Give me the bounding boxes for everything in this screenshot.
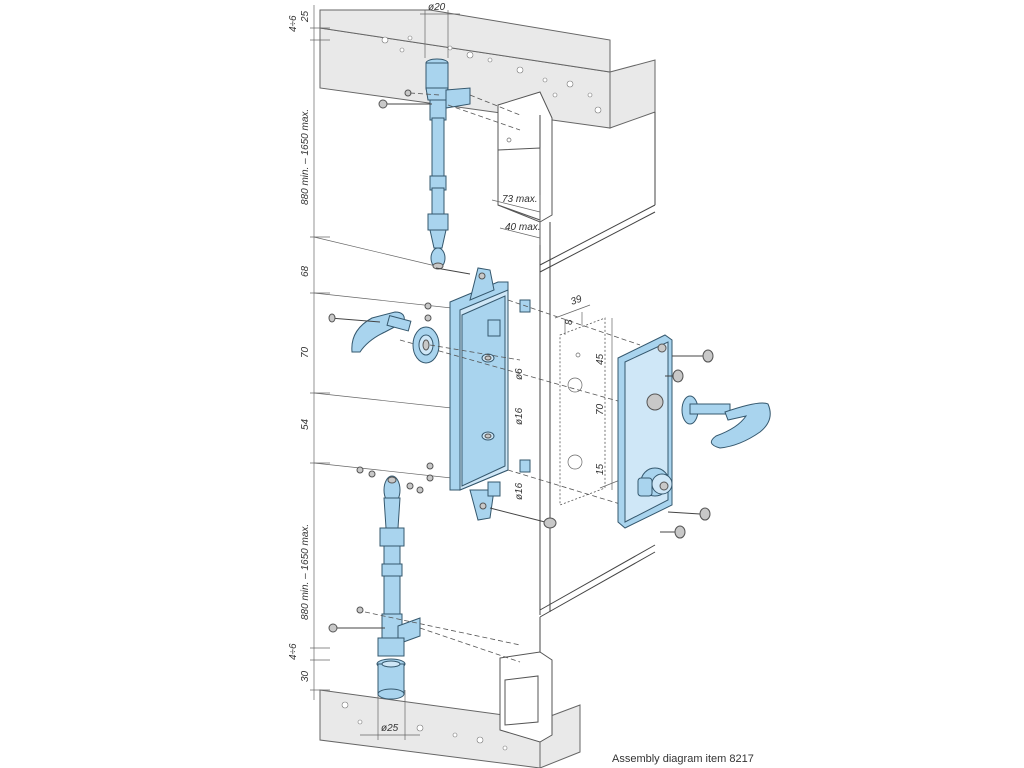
hole-pattern: [554, 304, 621, 506]
left-dimension-lines: [310, 5, 471, 700]
dim-upper-rod: 880 min. – 1650 max.: [300, 109, 311, 205]
dim-d25-lines: [360, 690, 420, 740]
dim-width-lines: [491, 195, 541, 245]
top-concrete-lintel: [319, 9, 656, 129]
plate-screws: [660, 349, 714, 539]
dim-d25: ø25: [381, 723, 399, 734]
dim-w39: 39: [569, 294, 584, 308]
dim-lower-rod: 880 min. – 1650 max.: [300, 524, 311, 620]
dim-hole-bot: ø16: [514, 482, 525, 500]
dim-hole-mid: ø16: [514, 407, 525, 425]
upper-rod-assembly: [378, 58, 521, 270]
dim-h15: 15: [595, 463, 606, 475]
outer-handle: [681, 395, 771, 449]
dim-w73: 73 max.: [502, 194, 538, 205]
dim-top-25: 25: [300, 10, 311, 23]
lock-case: [449, 267, 531, 521]
dim-bottom-30: 30: [300, 670, 311, 682]
dim-h70r: 70: [595, 403, 606, 415]
dim-hole-top: ø6: [514, 368, 525, 380]
dim-w40: 40 max.: [505, 222, 541, 233]
diagram-caption: Assembly diagram item 8217: [612, 753, 754, 765]
lower-rod-assembly: [328, 466, 521, 700]
outer-plate: [617, 334, 673, 529]
dim-top-446: 4÷6: [288, 15, 299, 32]
dim-bottom-446: 4÷6: [288, 643, 299, 660]
dim-d20-lines: [420, 10, 460, 58]
door-frame: [497, 91, 656, 743]
inner-handle: [328, 302, 521, 482]
dim-h70: 70: [300, 346, 311, 358]
dim-d20: ø20: [428, 2, 446, 13]
dim-h45: 45: [595, 353, 606, 365]
dim-h68: 68: [300, 265, 311, 277]
dim-w8: 8: [564, 319, 575, 325]
dim-h54: 54: [300, 418, 311, 430]
